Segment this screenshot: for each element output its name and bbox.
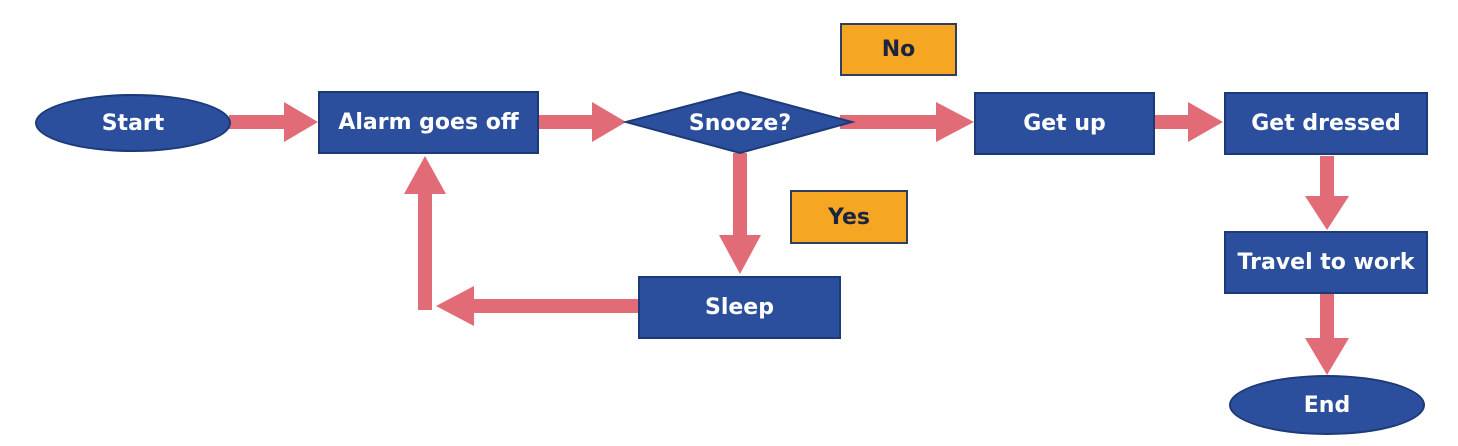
travel-to-work-node-label: Travel to work — [1237, 250, 1415, 275]
get-dressed-node: Get dressed — [1224, 92, 1428, 155]
arrow-travel-to-end — [1305, 294, 1349, 375]
no-branch-label: No — [840, 23, 957, 76]
arrow-sleep-to-alarm-loop — [404, 156, 638, 326]
arrow-snooze-to-getup — [840, 102, 974, 142]
travel-to-work-node: Travel to work — [1224, 231, 1428, 294]
get-dressed-node-label: Get dressed — [1251, 111, 1401, 136]
sleep-node: Sleep — [638, 276, 841, 339]
alarm-node: Alarm goes off — [318, 91, 539, 154]
snooze-node-label: Snooze? — [688, 110, 792, 136]
yes-branch-label: Yes — [790, 190, 908, 244]
sleep-node-label: Sleep — [705, 295, 774, 320]
arrow-alarm-to-snooze — [539, 102, 626, 142]
get-up-node-label: Get up — [1023, 111, 1106, 136]
alarm-node-label: Alarm goes off — [338, 110, 519, 135]
arrow-getdressed-to-travel — [1305, 156, 1349, 230]
start-node-label: Start — [101, 110, 165, 136]
end-node: End — [1229, 375, 1425, 435]
get-up-node: Get up — [974, 92, 1155, 155]
start-node: Start — [35, 94, 231, 152]
arrow-snooze-to-sleep — [719, 153, 761, 274]
arrow-start-to-alarm — [229, 102, 318, 142]
snooze-decision-diamond — [622, 90, 856, 155]
arrow-getup-to-getdressed — [1155, 102, 1223, 142]
end-node-label: End — [1303, 392, 1351, 418]
